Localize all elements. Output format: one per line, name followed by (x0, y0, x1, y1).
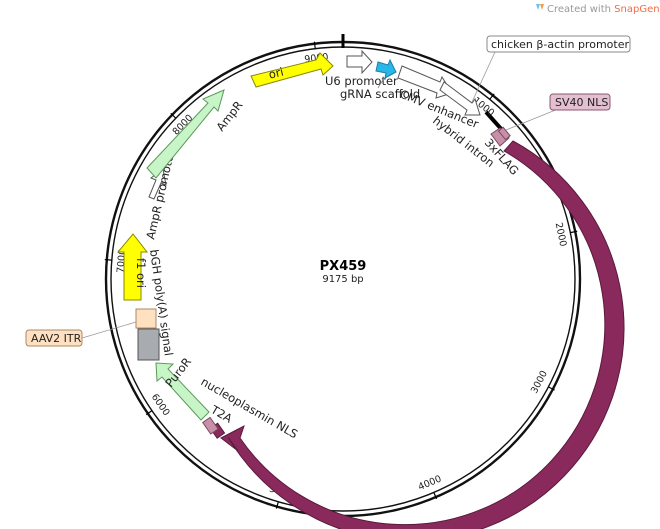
plasmid-name: PX459 (320, 259, 367, 274)
snapgene-logo-icon (536, 4, 544, 10)
tick-label-6000: 6000 (149, 392, 172, 418)
feature-aav-box[interactable] (135, 308, 157, 329)
feature-grna-arrow[interactable] (375, 58, 397, 79)
feature-puro-arrow[interactable] (155, 362, 210, 421)
tick-3000 (548, 386, 555, 391)
feature-t2a-box[interactable] (202, 416, 219, 435)
feature-hybrid-arrow[interactable] (439, 81, 481, 116)
tick-7000 (104, 258, 112, 261)
callout-cba[interactable] (486, 35, 631, 53)
feature-u6-arrow[interactable] (346, 49, 373, 75)
tick-label-3000: 3000 (529, 369, 550, 396)
feature-cas9-arrow[interactable] (220, 140, 625, 529)
tick-5000 (275, 501, 279, 509)
sv40-leader-line (505, 108, 559, 131)
feature-cmv-arrow[interactable] (397, 65, 453, 99)
callout-aav2-label: AAV2 ITR (31, 332, 82, 345)
callout-aav2[interactable] (25, 329, 83, 347)
feature-f1-label: f1 ori (134, 258, 148, 288)
feature-f1-arrow[interactable] (116, 233, 149, 301)
callouts: chicken β-actin promoter SV40 NLS AAV2 I… (25, 35, 631, 347)
tick-6000 (145, 410, 153, 416)
feature-sv40-box[interactable] (497, 126, 511, 141)
grna-leader-line (377, 77, 385, 89)
callout-sv40-label: SV40 NLS (555, 96, 608, 109)
tick-label-2000: 2000 (553, 222, 569, 248)
feature-ampr-arrow[interactable] (146, 89, 225, 179)
feature-cas9-label: Cas9 (483, 375, 511, 406)
feature-flag-arrow[interactable] (490, 127, 510, 147)
feature-ori-label: ori (267, 65, 285, 82)
callout-cba-label: chicken β-actin promoter (491, 38, 629, 51)
feature-bgh-box[interactable] (137, 328, 160, 361)
feature-amprprom-arrow[interactable] (148, 168, 167, 200)
feature-ori-arrow[interactable] (250, 52, 334, 88)
tick-9000 (313, 41, 316, 49)
cba-leader-line (471, 51, 496, 103)
tick-8000 (170, 112, 177, 119)
watermark-text: Created with SnapGene® (547, 4, 660, 15)
feature-grna-label: gRNA scaffold (340, 87, 420, 101)
callout-sv40[interactable] (549, 93, 611, 111)
plasmid-size: 9175 bp (322, 274, 363, 285)
aav2-leader-line (81, 321, 137, 339)
watermark: Created with SnapGene® (536, 4, 660, 15)
tick-2000 (570, 230, 578, 234)
tick-4000 (433, 492, 438, 500)
tick-1000 (489, 93, 495, 100)
